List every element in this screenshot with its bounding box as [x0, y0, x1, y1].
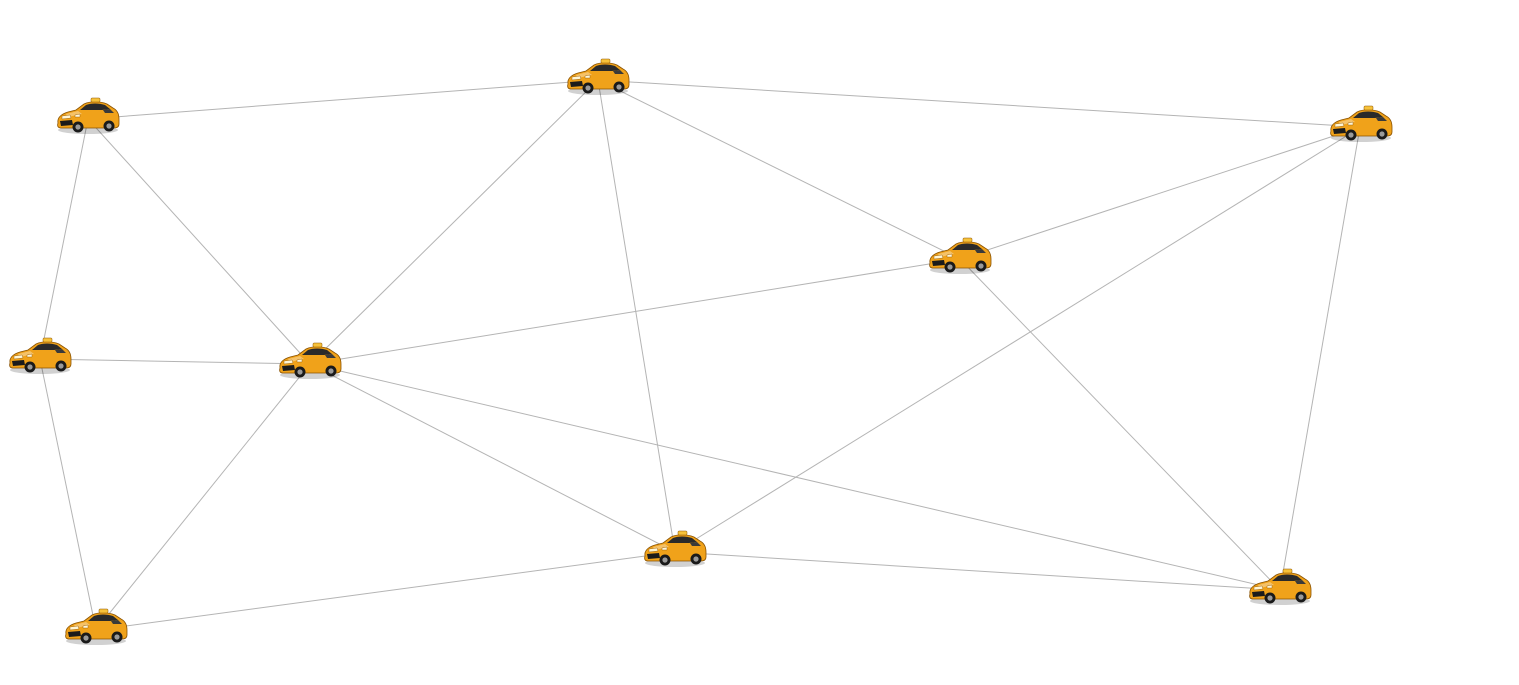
edge-car-1-car-4: [39, 118, 89, 360]
taxi-car-icon: [1249, 568, 1312, 606]
edge-car-8-car-9: [674, 551, 1281, 591]
edge-car-2-car-3: [597, 79, 1362, 128]
taxi-car-icon: [65, 608, 128, 646]
edge-car-5-car-8: [309, 363, 676, 553]
edge-car-2-car-5: [309, 79, 599, 365]
edge-car-4-car-5: [39, 358, 311, 365]
edge-car-1-car-2: [87, 79, 599, 120]
taxi-car-icon: [57, 97, 120, 135]
taxi-car-icon: [1330, 105, 1393, 143]
taxi-car-icon: [279, 342, 342, 380]
edge-car-6-car-9: [959, 258, 1281, 591]
taxi-car-icon: [929, 237, 992, 275]
edge-car-2-car-8: [597, 79, 676, 553]
edge-car-4-car-7: [39, 358, 97, 631]
taxi-car-icon: [644, 530, 707, 568]
edge-car-5-car-6: [309, 258, 961, 365]
taxi-car-icon: [567, 58, 630, 96]
node-layer: [9, 58, 1393, 646]
edge-layer: [39, 79, 1362, 631]
edge-car-5-car-7: [95, 363, 311, 631]
edge-car-1-car-5: [87, 118, 311, 365]
edge-car-7-car-8: [95, 551, 676, 631]
edge-car-3-car-8: [674, 126, 1362, 553]
taxi-car-icon: [9, 337, 72, 375]
edge-car-5-car-9: [309, 363, 1281, 591]
edge-car-2-car-6: [597, 79, 961, 260]
edge-car-3-car-6: [959, 126, 1362, 260]
edge-car-9-car-10: [1279, 126, 1361, 591]
